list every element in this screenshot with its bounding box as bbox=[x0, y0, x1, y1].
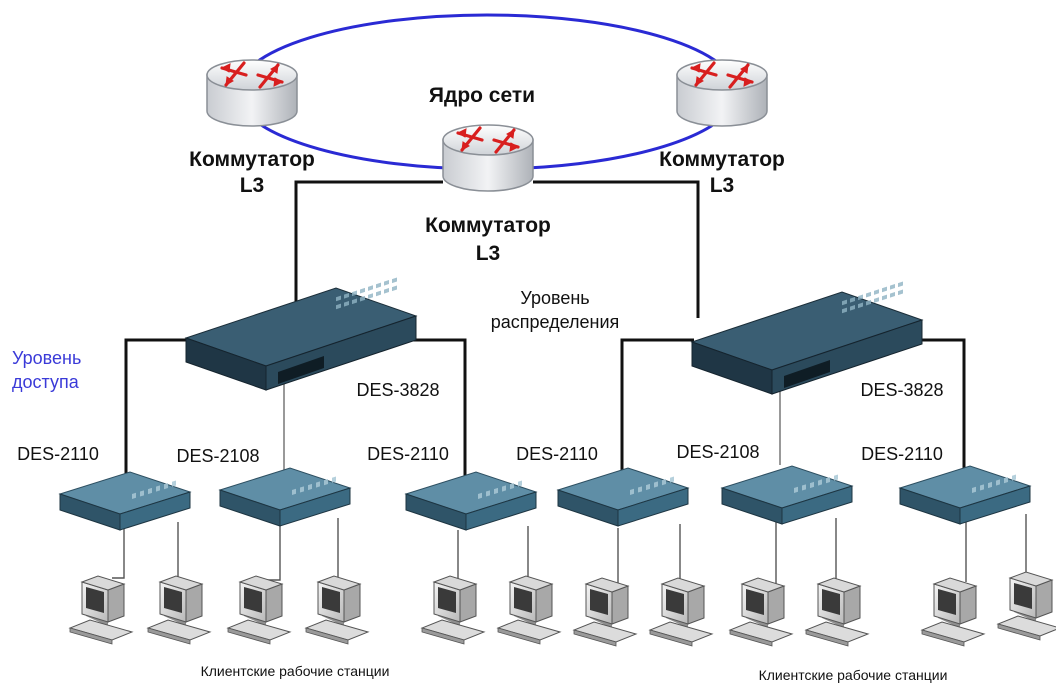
workstation-icon-8 bbox=[649, 577, 713, 647]
access-switch-icon-3 bbox=[405, 471, 537, 531]
router-center-label-line1: Коммутатор bbox=[425, 214, 551, 237]
distribution-level-label-line2: распределения bbox=[491, 312, 620, 332]
access-switch-icon-5 bbox=[721, 465, 853, 525]
workstation-icon-9 bbox=[729, 577, 793, 647]
uplink-lines bbox=[294, 180, 700, 318]
workstation-icon-1 bbox=[69, 575, 133, 645]
access-switch-label-6: DES-2110 bbox=[861, 444, 943, 464]
workstation-icon-6 bbox=[497, 575, 561, 645]
access-switch-icon-4 bbox=[557, 467, 689, 527]
core-title: Ядро сети bbox=[429, 84, 535, 107]
workstation-icon-7 bbox=[573, 577, 637, 647]
workstation-icon-4 bbox=[305, 575, 369, 645]
workstation-icon-12 bbox=[997, 571, 1056, 641]
workstation-icon-5 bbox=[421, 575, 485, 645]
access-switch-icon-1 bbox=[59, 471, 191, 531]
router-left-label-line1: Коммутатор bbox=[189, 148, 315, 171]
router-right-label-line2: L3 bbox=[710, 174, 735, 197]
access-switch-icon-2 bbox=[219, 467, 351, 527]
distribution-switch-icon-right bbox=[691, 280, 923, 395]
distribution-level-label-line1: Уровень bbox=[520, 288, 589, 308]
router-icon-right bbox=[675, 58, 769, 128]
workstation-icon-10 bbox=[805, 577, 869, 647]
access-switch-label-5: DES-2108 bbox=[676, 442, 759, 462]
thin-links bbox=[283, 380, 781, 470]
workstation-icon-3 bbox=[227, 575, 291, 645]
workstation-icon-11 bbox=[921, 577, 985, 647]
router-left-label-line2: L3 bbox=[240, 174, 265, 197]
distribution-switch-label-right: DES-3828 bbox=[860, 380, 943, 400]
pc-cables bbox=[112, 514, 1027, 585]
access-switch-icon-6 bbox=[899, 465, 1031, 525]
distribution-switch-icon-left bbox=[185, 276, 417, 391]
access-switch-label-2: DES-2108 bbox=[176, 446, 259, 466]
access-switch-label-4: DES-2110 bbox=[516, 444, 598, 464]
access-switch-label-1: DES-2110 bbox=[17, 444, 99, 464]
distribution-switch-label-left: DES-3828 bbox=[356, 380, 439, 400]
router-right-label-line1: Коммутатор bbox=[659, 148, 785, 171]
workstations-label-left: Клиентские рабочие станции bbox=[201, 663, 390, 679]
workstations-label-right: Клиентские рабочие станции bbox=[759, 667, 948, 683]
router-icon-left bbox=[205, 58, 299, 128]
access-switch-label-3: DES-2110 bbox=[367, 444, 449, 464]
router-center-label-line2: L3 bbox=[476, 242, 501, 265]
access-links bbox=[124, 338, 966, 480]
router-icon-center bbox=[441, 123, 535, 193]
workstation-icon-2 bbox=[147, 575, 211, 645]
access-level-label-line1: Уровень bbox=[12, 348, 81, 368]
access-level-label-line2: доступа bbox=[12, 372, 80, 392]
